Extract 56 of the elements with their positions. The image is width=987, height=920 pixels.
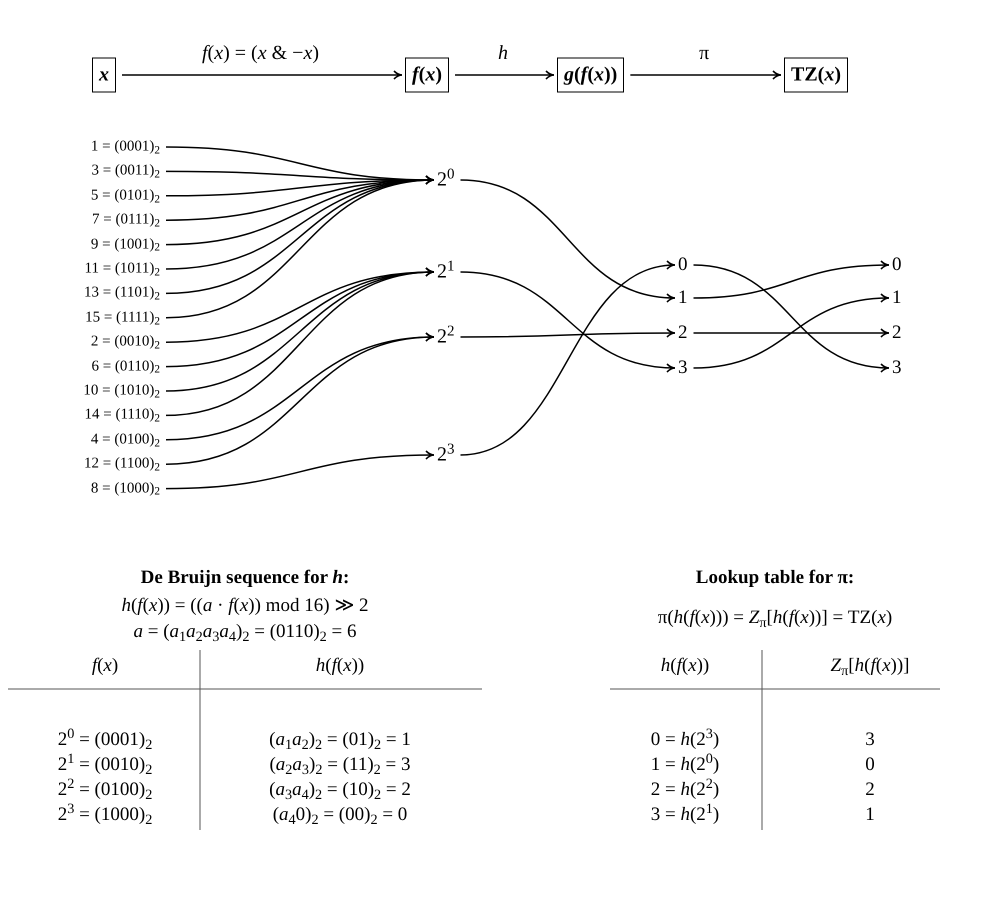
- binary-value-label: 9 = (1001)$_{2}$: [90, 235, 160, 254]
- process-box: x: [92, 58, 116, 92]
- section-heading: De Bruijn sequence for h:: [140, 566, 350, 590]
- power-of-two-label: 2$^{1}$: [437, 260, 454, 284]
- power-of-two-label: 2$^{3}$: [437, 442, 454, 468]
- index-label: 2: [678, 321, 688, 345]
- formula-text: a = (a$_{1}$a$_{2}$a$_{3}$a$_{4}$)$_{2}$ = (0110)$_{2}$ = 6: [134, 620, 356, 644]
- formula-text: h(f(x)) = ((a · f(x)) mod 16) ≫ 2: [121, 594, 369, 618]
- process-box: g(f(x)): [557, 58, 624, 92]
- result-label: 2: [892, 321, 902, 345]
- binary-value-label: 1 = (0001)$_{2}$: [90, 138, 160, 156]
- result-label: 3: [892, 356, 902, 380]
- table-header: Z$_{π}$[h(f(x))]: [830, 654, 910, 678]
- binary-value-label: 6 = (0110)$_{2}$: [91, 357, 160, 376]
- binary-value-label: 14 = (1110)$_{2}$: [84, 406, 160, 425]
- table-value: 0: [865, 753, 875, 777]
- binary-value-label: 7 = (0111)$_{2}$: [92, 210, 160, 230]
- formula-text: π(h(f(x))) = Z$_{π}$[h(f(x))] = TZ(x): [658, 606, 892, 630]
- section-heading: Lookup table for π:: [696, 566, 854, 590]
- binary-value-label: 10 = (1010)$_{2}$: [83, 382, 160, 400]
- binary-value-label: 15 = (1111)$_{2}$: [85, 308, 160, 328]
- table-value: 2 = h(2$^{2}$): [650, 778, 720, 802]
- table-value: (a$_{2}$a$_{3}$)$_{2}$ = (11)$_{2}$ = 3: [269, 753, 411, 777]
- binary-value-label: 3 = (0011)$_{2}$: [91, 162, 160, 181]
- table-value: 2: [865, 778, 875, 802]
- table-value: (a$_{4}$0)$_{2}$ = (00)$_{2}$ = 0: [272, 803, 408, 827]
- power-of-two-label: 2$^{0}$: [437, 168, 454, 192]
- table-value: (a$_{3}$a$_{4}$)$_{2}$ = (10)$_{2}$ = 2: [269, 778, 411, 802]
- index-label: 3: [678, 356, 688, 380]
- binary-value-label: 11 = (1011)$_{2}$: [84, 260, 160, 278]
- table-value: 1 = h(2$^{0}$): [650, 753, 720, 777]
- index-label: 0: [678, 253, 688, 277]
- power-of-two-label: 2$^{2}$: [437, 324, 454, 350]
- table-value: 3: [865, 728, 875, 752]
- binary-value-label: 4 = (0100)$_{2}$: [90, 430, 160, 450]
- result-label: 1: [892, 286, 902, 310]
- index-label: 1: [678, 286, 688, 310]
- table-value: 2$^{1}$ = (0010)$_{2}$: [58, 753, 152, 777]
- table-header: f(x): [92, 654, 118, 678]
- table-header: h(f(x)): [660, 654, 710, 678]
- binary-value-label: 2 = (0010)$_{2}$: [90, 332, 160, 352]
- binary-value-label: 13 = (1101)$_{2}$: [84, 284, 160, 303]
- binary-value-label: 8 = (1000)$_{2}$: [90, 479, 160, 498]
- table-value: 0 = h(2$^{3}$): [650, 728, 720, 752]
- process-box: f(x): [405, 58, 450, 92]
- table-value: (a$_{1}$a$_{2}$)$_{2}$ = (01)$_{2}$ = 1: [269, 728, 411, 752]
- table-value: 3 = h(2$^{1}$): [650, 803, 720, 827]
- table-value: 2$^{2}$ = (0100)$_{2}$: [58, 778, 152, 802]
- table-value: 1: [865, 803, 875, 827]
- table-value: 2$^{3}$ = (1000)$_{2}$: [58, 803, 152, 827]
- binary-value-label: 5 = (0101)$_{2}$: [90, 186, 160, 206]
- binary-value-label: 12 = (1100)$_{2}$: [84, 454, 160, 474]
- table-header: h(f(x)): [316, 654, 364, 678]
- result-label: 0: [892, 253, 902, 277]
- table-value: 2$^{0}$ = (0001)$_{2}$: [58, 728, 152, 752]
- process-box: TZ(x): [784, 58, 848, 92]
